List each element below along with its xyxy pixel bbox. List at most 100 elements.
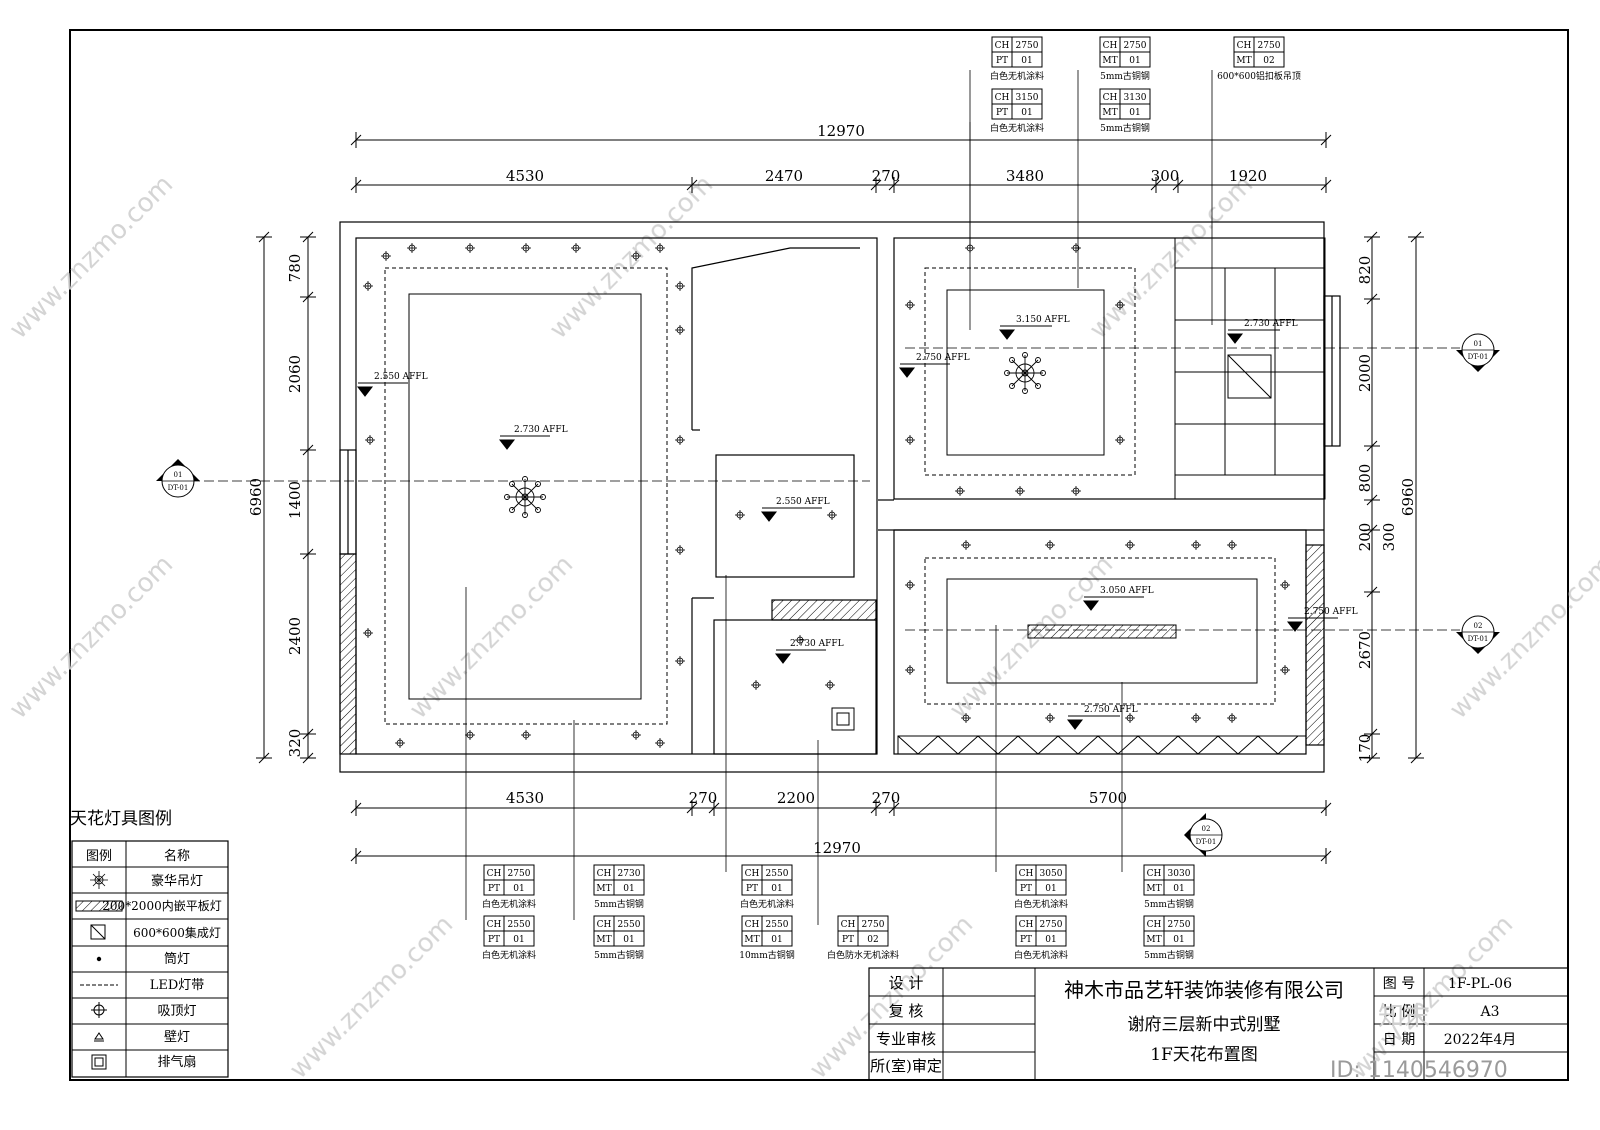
floor-plan-walls <box>339 221 1341 773</box>
tag-code: CH <box>745 920 760 930</box>
tag-value: 3130 <box>1124 93 1147 103</box>
leader-lines <box>465 70 1213 925</box>
downlight-icon <box>365 435 375 445</box>
tag-note: 5mm古铜钢 <box>594 949 644 961</box>
dim-right-segment: 2670 <box>1356 631 1374 669</box>
tb-scale-label: 比 例 <box>1383 1004 1415 1020</box>
spec-tag: CH 2550 PT 01 白色无机涂料 <box>482 915 536 961</box>
watermark-text: www.znzmo.com <box>1084 170 1259 345</box>
tag-code: PT <box>746 884 758 894</box>
section-cut-lines <box>190 347 1460 631</box>
tag-code: CH <box>1103 93 1118 103</box>
tag-note: 10mm古铜钢 <box>739 949 795 961</box>
legend-item-name: 吸顶灯 <box>157 1004 196 1019</box>
height-label: 2.550 AFFL <box>776 497 830 507</box>
tag-code: CH <box>597 920 612 930</box>
tag-code: PT <box>842 935 854 945</box>
tag-note: 5mm古铜钢 <box>1100 70 1150 82</box>
downlight-icon <box>751 680 761 690</box>
watermark-text: www.znzmo.com <box>4 170 179 345</box>
dim-bottom-segment: 270 <box>872 789 901 807</box>
tag-value: 01 <box>1173 935 1184 945</box>
lighting-legend: 天花灯具图例 图例 名称 豪华吊灯 200*2000内嵌平板灯 600*600集… <box>70 809 229 1078</box>
spec-tag: CH 2750 PT 01 白色无机涂料 <box>990 36 1044 82</box>
downlight-icon <box>631 251 641 261</box>
dim-right-segment: 300 <box>1380 523 1398 552</box>
tag-value: 01 <box>513 935 524 945</box>
tag-value: 2750 <box>862 920 885 930</box>
dim-bottom-segment: 4530 <box>506 789 544 807</box>
height-marker: 2.750 AFFL <box>1286 607 1358 632</box>
legend-item-name: 200*2000内嵌平板灯 <box>102 899 221 913</box>
spec-tag: CH 2750 MT 01 5mm古铜钢 <box>1143 915 1195 961</box>
downlight-icon <box>675 656 685 666</box>
downlight-icon <box>631 730 641 740</box>
downlight-icon <box>905 435 915 445</box>
section-marker-ref: DT-01 <box>168 484 189 492</box>
tb-review-label: 复 核 <box>889 1002 924 1020</box>
dim-left-total: 6960 <box>247 478 265 516</box>
dim-top-segment: 3480 <box>1006 167 1044 185</box>
dim-right-segment: 200 <box>1356 523 1374 552</box>
spec-tag: CH 2750 MT 01 5mm古铜钢 <box>1099 36 1151 82</box>
tag-value: 01 <box>1021 108 1032 118</box>
legend-item-name: 壁灯 <box>164 1030 190 1045</box>
tag-value: 01 <box>771 935 782 945</box>
exhaust-fan-icon <box>91 1054 107 1070</box>
tag-value: 2730 <box>618 869 641 879</box>
tag-code: PT <box>1020 935 1032 945</box>
tag-code: PT <box>488 935 500 945</box>
downlight-icon <box>825 680 835 690</box>
dim-right-total: 6960 <box>1399 478 1417 516</box>
downlight-icon <box>1045 713 1055 723</box>
height-marker: 2.550 AFFL <box>760 497 830 522</box>
watermark-id: ID: 1140546970 <box>1330 1058 1508 1083</box>
height-label: 2.550 AFFL <box>374 372 428 382</box>
section-marker-ref: DT-01 <box>1196 838 1217 846</box>
downlight-icon <box>1227 540 1237 550</box>
tb-scale-value: A3 <box>1479 1004 1499 1020</box>
legend-item-name: 筒灯 <box>164 951 190 967</box>
legend-col-name: 名称 <box>164 848 190 864</box>
downlight-icon <box>1191 540 1201 550</box>
legend-item-name: 600*600集成灯 <box>133 925 221 940</box>
tb-company: 神木市品艺轩装饰装修有限公司 <box>1064 978 1344 1002</box>
tag-code: MT <box>1146 884 1161 894</box>
tag-code: MT <box>596 935 611 945</box>
tag-value: 2750 <box>1124 41 1147 51</box>
height-label: 2.750 AFFL <box>1304 607 1358 617</box>
tag-value: 01 <box>1129 56 1140 66</box>
height-marker: 3.150 AFFL <box>998 315 1070 340</box>
section-marker-num: 01 <box>174 471 183 479</box>
tag-note: 5mm古铜钢 <box>1100 122 1150 134</box>
tag-note: 白色无机涂料 <box>1014 898 1068 910</box>
tag-value: 01 <box>771 884 782 894</box>
downlight-icon <box>655 738 665 748</box>
tag-code: PT <box>996 108 1008 118</box>
tag-code: MT <box>744 935 759 945</box>
dim-bottom-segment: 2200 <box>777 789 815 807</box>
tag-code: MT <box>1102 108 1117 118</box>
tag-code: CH <box>1103 41 1118 51</box>
dim-right-segment: 820 <box>1356 256 1374 285</box>
wall-light-icon <box>94 1032 104 1042</box>
height-label: 2.730 AFFL <box>514 425 568 435</box>
downlight-icon <box>675 545 685 555</box>
tag-value: 3050 <box>1040 869 1063 879</box>
spec-tag: CH 2750 PT 01 白色无机涂料 <box>482 864 536 910</box>
tag-code: CH <box>1019 869 1034 879</box>
height-marker: 2.730 AFFL <box>1226 319 1298 344</box>
tag-value: 2750 <box>1040 920 1063 930</box>
downlight-icon <box>465 730 475 740</box>
dim-top-segment: 1920 <box>1229 167 1267 185</box>
tag-value: 2550 <box>618 920 641 930</box>
section-marker-num: 01 <box>1474 340 1483 348</box>
tag-note: 白色无机涂料 <box>740 898 794 910</box>
section-marker-ref: DT-01 <box>1468 353 1489 361</box>
height-marker: 2.750 AFFL <box>1066 705 1138 730</box>
spec-tag: CH 3030 MT 01 5mm古铜钢 <box>1143 864 1195 910</box>
dim-left-segment: 780 <box>286 254 304 283</box>
section-marker: 01 DT-01 <box>156 459 200 498</box>
integrated-light-icon <box>90 924 106 940</box>
downlight-icon <box>1191 713 1201 723</box>
